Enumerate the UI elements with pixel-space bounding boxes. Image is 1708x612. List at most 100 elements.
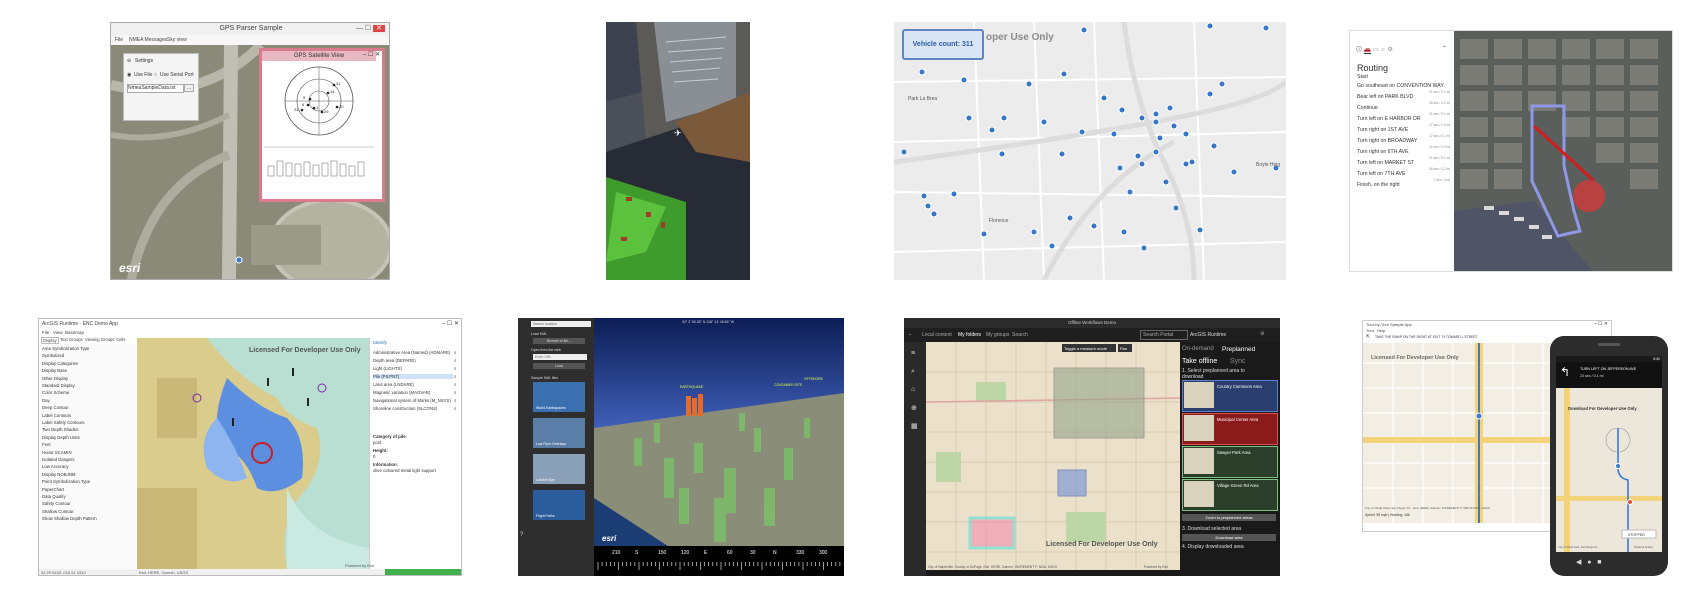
tab-cells[interactable]: Cells xyxy=(116,337,126,342)
display-setting[interactable]: Display Categories xyxy=(42,360,79,366)
display-setting[interactable]: Display Base xyxy=(42,368,68,374)
window-controls[interactable]: – ☐ ✕ xyxy=(441,321,459,327)
sync-title[interactable]: Sync xyxy=(1230,358,1246,365)
route-step[interactable]: Finish, on the right xyxy=(1357,182,1400,188)
display-setting[interactable]: Day xyxy=(42,397,50,403)
identify-result[interactable]: Depth area (DEPARE) xyxy=(373,358,416,363)
route-step[interactable]: Turn right on 6TH AVE xyxy=(1357,149,1409,155)
collapse-icon[interactable]: ⌃ xyxy=(1442,46,1448,52)
file-input[interactable]: NmeaSampleData.txt xyxy=(127,84,184,93)
vehicle-marker[interactable] xyxy=(1126,188,1134,196)
identify-result[interactable]: Administrative Area (Named) (ADMARE) xyxy=(373,350,451,355)
vehicle-marker[interactable] xyxy=(1138,160,1146,168)
offline-workflows-thumbnail[interactable]: Offline Workflows Demo ← Local content M… xyxy=(904,318,1280,576)
zoom-to-icon[interactable]: ⌕ xyxy=(454,350,457,355)
vehicle-marker[interactable] xyxy=(988,126,996,134)
route-step[interactable]: Turn left on E HARBOR DR xyxy=(1357,116,1421,122)
menu-help[interactable]: Help xyxy=(1377,328,1386,333)
display-setting[interactable]: Area Symbolization Type xyxy=(42,346,90,351)
vehicle-marker[interactable] xyxy=(950,190,958,198)
vehicle-marker[interactable] xyxy=(1156,134,1164,142)
vehicle-marker[interactable] xyxy=(1058,150,1066,158)
vehicle-marker[interactable] xyxy=(1272,164,1280,172)
vehicle-marker[interactable] xyxy=(980,230,988,238)
vehicle-marker[interactable] xyxy=(1100,94,1108,102)
vehicle-marker[interactable] xyxy=(930,210,938,218)
phone-nav-buttons[interactable]: ◀ ● ■ xyxy=(1576,559,1602,566)
nav-my-folders[interactable]: My folders xyxy=(958,332,982,338)
routing-thumbnail[interactable]: 🛈 🚗 ▭ ☼ ⚙ ⌃ Routing Start Go southeast o… xyxy=(1349,30,1673,272)
display-setting[interactable]: PaperChart xyxy=(42,486,64,492)
tab-text-groups[interactable]: Text Groups xyxy=(60,337,83,342)
vehicle-marker[interactable] xyxy=(1206,90,1214,98)
display-setting[interactable]: Other Display xyxy=(42,375,69,381)
vehicle-marker[interactable] xyxy=(918,68,926,76)
vehicle-marker[interactable] xyxy=(920,192,928,200)
vehicle-marker[interactable] xyxy=(1120,228,1128,236)
route-step[interactable]: Turn right on 1ST AVE xyxy=(1357,127,1409,133)
vehicle-marker[interactable] xyxy=(1262,24,1270,32)
vehicle-marker[interactable] xyxy=(1230,168,1238,176)
vehicle-marker[interactable] xyxy=(1152,118,1160,126)
nav-my-groups[interactable]: My groups xyxy=(986,332,1010,338)
route-step[interactable]: Go southeast on CONVENTION WAY xyxy=(1357,83,1444,89)
display-setting[interactable]: Isolated Dangers xyxy=(42,457,75,462)
zoom-to-icon[interactable]: ⌕ xyxy=(454,390,457,395)
vehicle-marker[interactable] xyxy=(965,114,973,122)
gps-parser-thumbnail[interactable]: GPS Parser Sample — ☐ ✕ File NMEA Messag… xyxy=(110,22,390,280)
vehicle-marker[interactable] xyxy=(1218,80,1226,88)
route-step[interactable]: Turn right on BROADWAY xyxy=(1357,138,1418,144)
vehicle-marker[interactable] xyxy=(1166,104,1174,112)
display-setting[interactable]: Display Depth Units xyxy=(42,434,80,440)
help-icon[interactable]: ? xyxy=(520,532,524,538)
display-setting[interactable]: Deep Contour xyxy=(42,405,69,411)
browse-button[interactable]: ... xyxy=(184,84,195,92)
vehicle-marker[interactable] xyxy=(1110,130,1118,138)
load-button[interactable]: Load xyxy=(533,363,585,369)
display-setting[interactable]: Display NOBJNM xyxy=(42,471,76,477)
menu-view[interactable]: View xyxy=(53,330,63,335)
vehicle-marker[interactable] xyxy=(1000,114,1008,122)
vehicle-marker[interactable] xyxy=(1172,204,1180,212)
nautical-chart[interactable]: Licensed For Developer Use Only xyxy=(137,338,369,569)
home-icon[interactable]: ⌂ xyxy=(911,386,916,393)
zoom-to-icon[interactable]: ⌕ xyxy=(454,358,457,363)
vehicle-marker[interactable] xyxy=(960,76,968,84)
tab-on-demand[interactable]: On-demand xyxy=(1182,346,1214,352)
display-setting[interactable]: Show Shallow Depth Pattern xyxy=(42,516,97,522)
zoom-icon[interactable]: ⊕ xyxy=(911,405,917,412)
vehicle-marker[interactable] xyxy=(1152,110,1160,118)
vehicle-marker[interactable] xyxy=(1080,26,1088,34)
vehicle-marker[interactable] xyxy=(1138,114,1146,122)
display-setting[interactable]: Two Depth Shades xyxy=(42,427,79,433)
display-setting[interactable]: Label Safety Contours xyxy=(42,420,85,425)
vehicle-marker[interactable] xyxy=(1025,80,1033,88)
vehicle-marker[interactable] xyxy=(1048,242,1056,250)
vehicle-marker[interactable] xyxy=(1040,118,1048,126)
vehicle-marker[interactable] xyxy=(1118,106,1126,114)
layers-icon[interactable]: ≡ xyxy=(911,350,916,357)
identify-result[interactable]: Pile (PILPNT) xyxy=(373,374,453,379)
display-setting[interactable]: Honor SCAMIN xyxy=(42,449,72,455)
vehicle-marker[interactable] xyxy=(1170,122,1178,130)
vehicle-marker[interactable] xyxy=(1162,178,1170,186)
phone-map[interactable]: Download For Developer Use Only STOPPED … xyxy=(1556,388,1662,552)
identify-result[interactable]: Shoreline construction (SLCONS) xyxy=(373,406,438,411)
user-name[interactable]: ArcGIS Runtime xyxy=(1190,332,1227,338)
settings-icon[interactable]: ⚙ xyxy=(1260,331,1265,337)
menu-sky-view[interactable]: Sky view xyxy=(167,37,187,43)
nav-search[interactable]: Search xyxy=(1012,332,1028,338)
nav-local-content[interactable]: Local content xyxy=(922,332,952,338)
sat-window-controls[interactable]: – ☐ ✕ xyxy=(362,52,380,58)
tab-display[interactable]: Display xyxy=(41,337,59,344)
vehicle-marker[interactable] xyxy=(1152,148,1160,156)
display-setting[interactable]: Feet xyxy=(42,442,51,448)
kml-sample-thumb[interactable] xyxy=(533,382,585,412)
vehicle-marker[interactable] xyxy=(1090,222,1098,230)
vehicle-marker[interactable] xyxy=(1182,160,1190,168)
identify-result[interactable]: Light (LIGHTS) xyxy=(373,366,402,371)
use-file-radio[interactable]: ◉ xyxy=(127,72,132,78)
identify-result[interactable]: Magnetic variation (MAGVAR) xyxy=(373,390,431,395)
phone-screen[interactable]: 5:30 ↰ TURN LEFT ON JEFFERSON AVE 23 sec… xyxy=(1556,356,1662,552)
download-area-button[interactable]: Download area xyxy=(1182,534,1276,541)
